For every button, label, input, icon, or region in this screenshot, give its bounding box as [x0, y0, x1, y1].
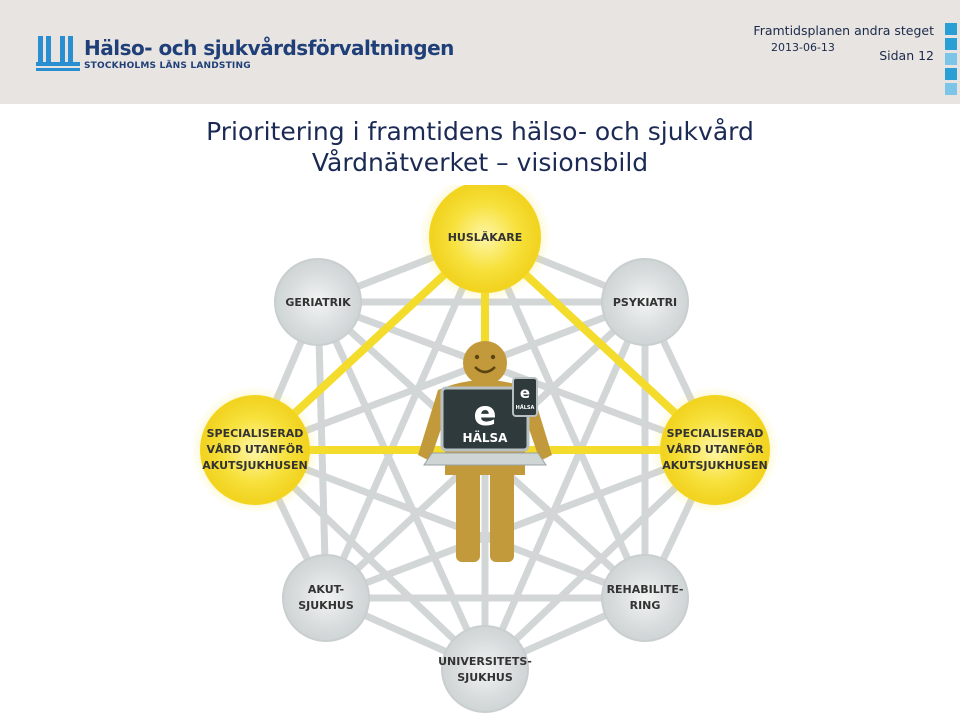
node-label-rehab-1: REHABILITE- — [607, 583, 684, 596]
slide-title: Prioritering i framtidens hälso- och sju… — [0, 116, 960, 178]
org-subtitle: STOCKHOLMS LÄNS LANDSTING — [84, 61, 251, 71]
node-universitetssjukhus: UNIVERSITETS- SJUKHUS — [438, 625, 532, 713]
laptop-halsa-text: HÄLSA — [463, 430, 509, 445]
care-network-diagram: HUSLÄKARE GERIATRIK PSYKIATRI SPECIALISE… — [180, 171, 800, 715]
node-label-psykiatri: PSYKIATRI — [613, 296, 677, 309]
node-psykiatri: PSYKIATRI — [601, 258, 689, 346]
node-label-univ-1: UNIVERSITETS- — [438, 655, 532, 668]
node-label-spec-left-1: SPECIALISERAD — [207, 427, 304, 440]
node-geriatrik: GERIATRIK — [274, 258, 362, 346]
node-label-spec-right-1: SPECIALISERAD — [667, 427, 764, 440]
node-label-huslakare: HUSLÄKARE — [448, 230, 523, 244]
network-svg: HUSLÄKARE GERIATRIK PSYKIATRI SPECIALISE… — [191, 171, 779, 713]
title-line-1: Prioritering i framtidens hälso- och sju… — [206, 117, 754, 146]
node-label-spec-right-2: VÅRD UTANFÖR — [666, 442, 764, 456]
document-title: Framtidsplanen andra steget — [753, 23, 934, 38]
node-label-univ-2: SJUKHUS — [457, 671, 513, 684]
node-huslakare: HUSLÄKARE — [419, 171, 551, 303]
network-link — [251, 446, 649, 602]
person-with-laptop-icon: e HÄLSA e HÄLSA — [418, 341, 552, 562]
org-name: Hälso- och sjukvårdsförvaltningen — [84, 36, 454, 60]
node-label-spec-right-3: AKUTSJUKHUSEN — [662, 459, 768, 472]
document-date: 2013-06-13 — [771, 41, 835, 54]
decorative-squares — [945, 23, 960, 104]
node-label-rehab-2: RING — [630, 599, 661, 612]
header-bar: Hälso- och sjukvårdsförvaltningen STOCKH… — [0, 0, 960, 104]
title-line-2: Vårdnätverket – visionsbild — [311, 148, 649, 177]
node-label-spec-left-2: VÅRD UTANFÖR — [206, 442, 304, 456]
sll-logo-icon — [36, 36, 80, 71]
laptop-e-letter: e — [473, 394, 496, 434]
node-label-akut-1: AKUT- — [308, 583, 344, 596]
node-label-geriatrik: GERIATRIK — [285, 296, 351, 309]
node-label-spec-left-3: AKUTSJUKHUSEN — [202, 459, 308, 472]
node-rehabilitering: REHABILITE- RING — [601, 554, 689, 642]
node-akutsjukhus: AKUT- SJUKHUS — [282, 554, 370, 642]
page-number: Sidan 12 — [879, 48, 934, 63]
node-specialiserad-left: SPECIALISERAD VÅRD UTANFÖR AKUTSJUKHUSEN — [191, 386, 319, 514]
node-specialiserad-right: SPECIALISERAD VÅRD UTANFÖR AKUTSJUKHUSEN — [651, 386, 779, 514]
network-link — [322, 446, 719, 602]
phone-halsa-text: HÄLSA — [516, 404, 535, 411]
node-label-akut-2: SJUKHUS — [298, 599, 354, 612]
phone-e-letter: e — [520, 384, 530, 402]
